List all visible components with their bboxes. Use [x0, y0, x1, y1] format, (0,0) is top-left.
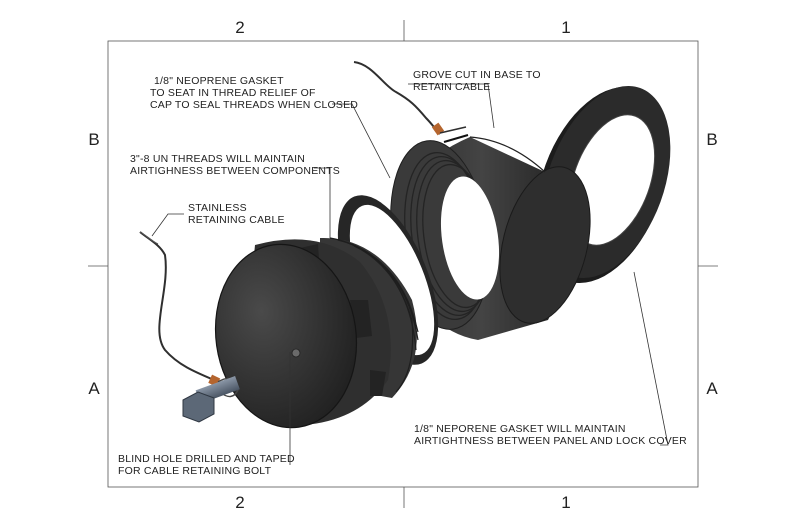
cable-retaining-bolt — [182, 376, 240, 423]
callout-line: 3"-8 UN THREADS WILL MAINTAIN — [130, 153, 305, 165]
callout-line: GROVE CUT IN BASE TO — [413, 69, 541, 81]
base-retaining-cable — [353, 61, 467, 136]
callout-line: 1/8" NEPORENE GASKET WILL MAINTAIN — [414, 423, 626, 435]
callout-line: RETAIN CABLE — [413, 81, 490, 93]
zone-label-bottom-left: 2 — [235, 493, 244, 512]
callout-grove-cut: GROVE CUT IN BASE TO RETAIN CABLE — [413, 69, 541, 93]
zone-label-left-upper: B — [88, 130, 99, 149]
blind-hole — [291, 348, 301, 358]
callout-line: TO SEAT IN THREAD RELIEF OF — [150, 87, 316, 99]
callout-blind-hole: BLIND HOLE DRILLED AND TAPED FOR CABLE R… — [118, 453, 295, 477]
leader-lines — [151, 83, 669, 465]
callout-line: 1/8" NEOPRENE GASKET — [154, 75, 284, 87]
callout-line: STAINLESS — [188, 202, 247, 214]
callout-line: RETAINING CABLE — [188, 214, 285, 226]
callout-un-threads: 3"-8 UN THREADS WILL MAINTAIN AIRTIGHNES… — [130, 153, 340, 177]
callout-line: AIRTIGHNESS BETWEEN COMPONENTS — [130, 165, 340, 177]
zone-label-bottom-right: 1 — [561, 493, 570, 512]
callout-line: BLIND HOLE DRILLED AND TAPED — [118, 453, 295, 465]
threaded-cap — [214, 237, 419, 429]
zone-label-left-lower: A — [88, 379, 100, 398]
callout-lock-cover-gasket: 1/8" NEPORENE GASKET WILL MAINTAIN AIRTI… — [414, 423, 687, 447]
callout-neoprene-gasket: 1/8" NEOPRENE GASKET TO SEAT IN THREAD R… — [150, 75, 358, 111]
callout-line: CAP TO SEAL THREADS WHEN CLOSED — [150, 99, 358, 111]
callout-retaining-cable: STAINLESS RETAINING CABLE — [188, 202, 285, 226]
zone-label-top-right: 1 — [561, 18, 570, 37]
drawing-frame — [88, 20, 718, 508]
callout-line: AIRTIGHTNESS BETWEEN PANEL AND LOCK COVE… — [414, 435, 687, 447]
zone-label-right-upper: B — [706, 130, 717, 149]
zone-label-top-left: 2 — [235, 18, 244, 37]
zone-label-right-lower: A — [706, 379, 718, 398]
callout-line: FOR CABLE RETAINING BOLT — [118, 465, 272, 477]
